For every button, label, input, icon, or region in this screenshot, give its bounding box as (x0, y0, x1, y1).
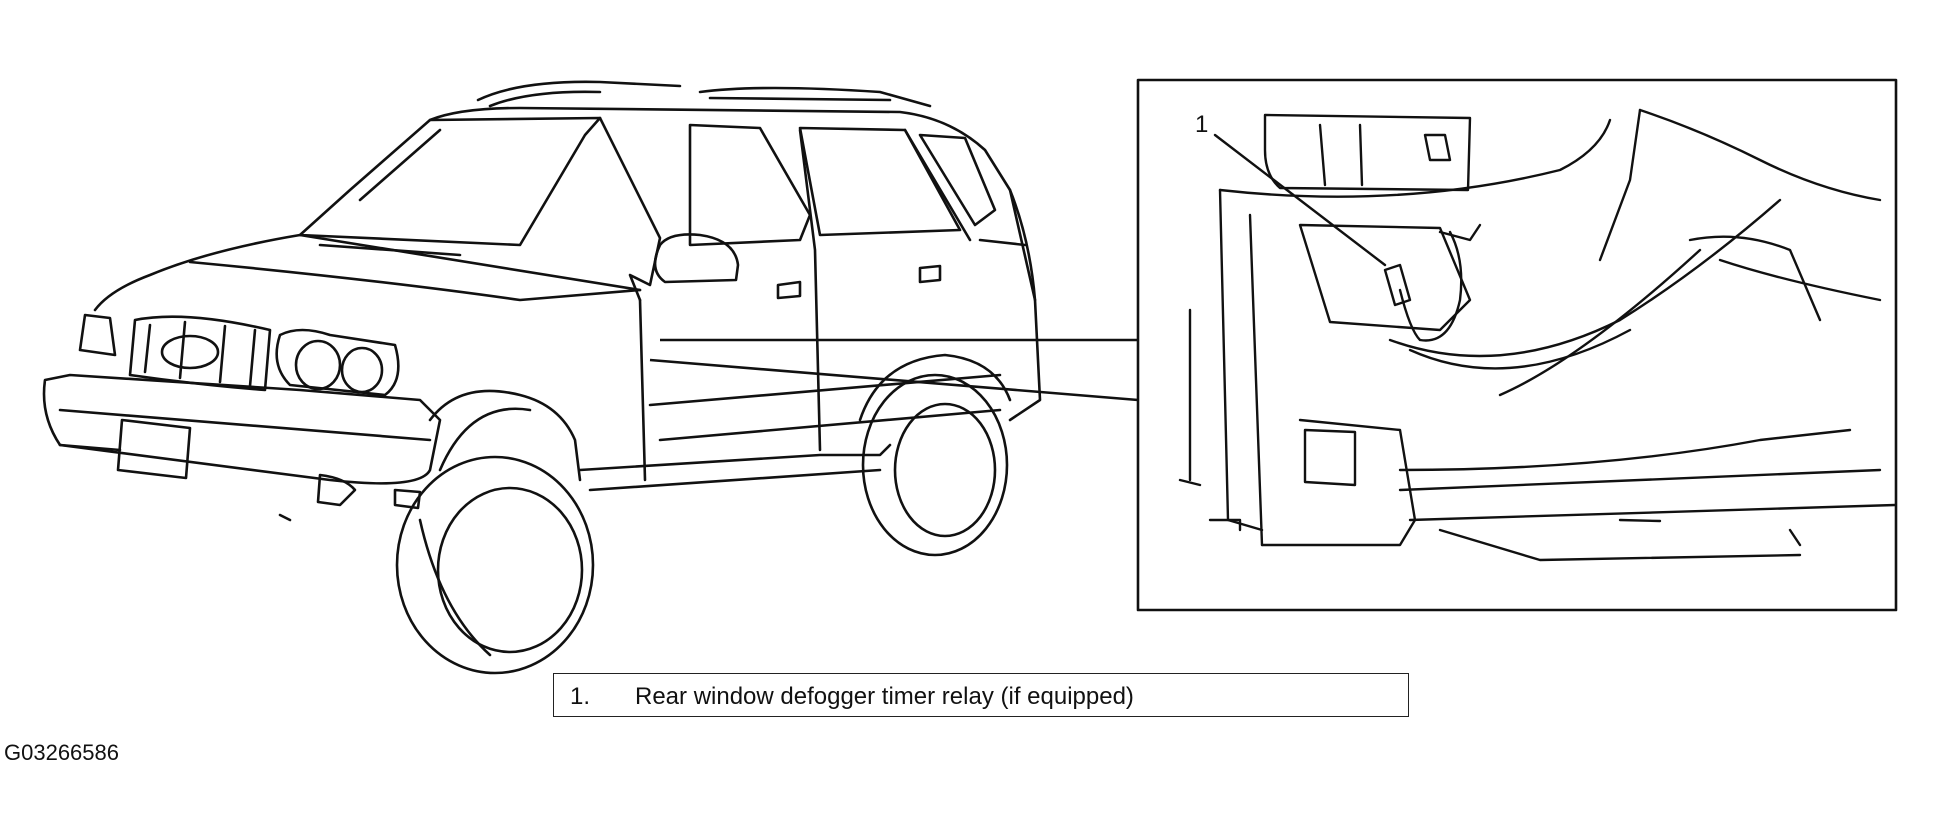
legend-item-text: Rear window defogger timer relay (if equ… (635, 683, 1134, 710)
vehicle-illustration (42, 80, 1042, 675)
detail-inset (1136, 78, 1898, 612)
figure-id: G03266586 (4, 740, 119, 765)
leader-lines (649, 338, 1139, 402)
legend-item-number: 1. (570, 683, 591, 710)
callout-number: 1 (1195, 111, 1208, 138)
legend-box: 1. Rear window defogger timer relay (if … (553, 673, 1409, 717)
